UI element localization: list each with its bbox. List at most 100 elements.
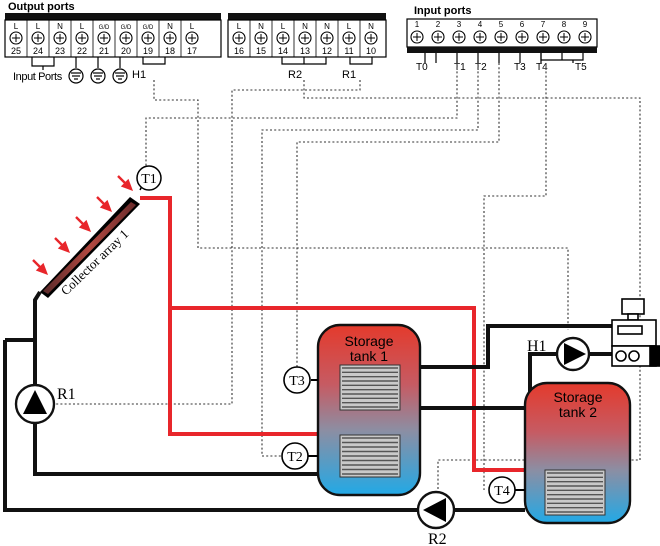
svg-text:T2: T2 bbox=[287, 450, 303, 465]
ground-symbols bbox=[68, 57, 128, 84]
input-terminal-number: 4 bbox=[478, 20, 483, 29]
terminal-number: 16 bbox=[234, 46, 244, 56]
input-ports-bracket bbox=[31, 57, 55, 67]
output-ports-title: Output ports bbox=[8, 1, 75, 13]
terminal-23: N 23 bbox=[48, 20, 67, 57]
input-ports-label: Input Ports bbox=[13, 71, 63, 83]
terminal-13: N 13 bbox=[293, 20, 312, 57]
heat-exchanger-coil bbox=[339, 434, 401, 478]
pump-h1-icon bbox=[555, 336, 591, 372]
terminal-number: 24 bbox=[33, 46, 43, 56]
pump-r1-icon bbox=[14, 383, 56, 425]
terminal-number: 14 bbox=[278, 46, 288, 56]
terminal-11: L 11 bbox=[337, 20, 356, 57]
pump-r2-icon bbox=[416, 490, 456, 530]
input-terminal-8: 8 bbox=[557, 20, 571, 44]
terminal-number: 19 bbox=[143, 46, 153, 56]
storage-tank-1: Storage tank 1 bbox=[316, 323, 422, 497]
input-terminal-number: 9 bbox=[583, 20, 588, 29]
r1-output-label: R1 bbox=[342, 69, 356, 81]
sensor-t3-icon: T3 bbox=[283, 366, 318, 394]
terminal-10: N 10 bbox=[359, 20, 378, 57]
heat-exchanger-coil bbox=[544, 469, 606, 516]
terminal-tag: N bbox=[302, 22, 308, 31]
terminal-17: L 17 bbox=[180, 20, 199, 57]
input-terminal-number: 8 bbox=[562, 20, 567, 29]
svg-text:T3: T3 bbox=[289, 374, 305, 389]
input-terminal-number: 6 bbox=[520, 20, 525, 29]
svg-text:T4: T4 bbox=[494, 484, 510, 499]
sensor-t1-icon: T1 bbox=[136, 165, 162, 191]
terminal-tag: L bbox=[347, 22, 352, 31]
terminal-25: L 25 bbox=[9, 22, 23, 56]
terminal-16: L 16 bbox=[232, 22, 246, 56]
sensor-t5-label: T5 bbox=[575, 62, 587, 73]
terminal-number: 15 bbox=[256, 46, 266, 56]
sensor-t2-label: T2 bbox=[475, 62, 487, 73]
terminal-tag: L bbox=[190, 22, 195, 31]
storage-tank-2: Storage tank 2 bbox=[523, 381, 632, 525]
terminal-21: G/D21 bbox=[92, 20, 111, 57]
terminal-tag: N bbox=[167, 22, 173, 31]
terminal-tag: L bbox=[14, 22, 19, 31]
pump-h1-label: H1 bbox=[527, 338, 547, 355]
terminal-number: 17 bbox=[187, 46, 197, 56]
sensor-t4-icon: T4 bbox=[488, 476, 525, 504]
input-terminal-number: 7 bbox=[541, 20, 546, 29]
terminal-number: 25 bbox=[11, 46, 21, 56]
pump-r1-label: R1 bbox=[57, 386, 76, 403]
h1-output-label: H1 bbox=[132, 69, 146, 81]
collector-array: Collector array 1 bbox=[40, 197, 140, 298]
sensor-t2-icon: T2 bbox=[281, 442, 318, 470]
terminal-24: L 24 bbox=[26, 20, 45, 57]
terminal-tag: N bbox=[368, 22, 374, 31]
sensor-brackets bbox=[424, 53, 584, 63]
input-terminal-number: 3 bbox=[457, 20, 462, 29]
input-terminal-3: 3 bbox=[452, 20, 466, 44]
terminal-tag: L bbox=[36, 22, 41, 31]
sun-ray-icons bbox=[32, 175, 134, 276]
input-terminal-2: 2 bbox=[431, 20, 445, 44]
input-terminal-5: 5 bbox=[494, 20, 508, 44]
terminal-number: 18 bbox=[165, 46, 175, 56]
terminal-tag: G/D bbox=[99, 25, 110, 31]
heat-exchanger-coil bbox=[339, 364, 401, 411]
input-terminal-7: 7 bbox=[536, 20, 550, 44]
input-terminal-1: 1 bbox=[410, 20, 424, 44]
terminal-14: L 14 bbox=[271, 20, 290, 57]
terminal-number: 10 bbox=[366, 46, 376, 56]
sensor-t1-label: T1 bbox=[454, 62, 466, 73]
terminal-tag: L bbox=[281, 22, 286, 31]
input-terminal-number: 2 bbox=[436, 20, 441, 29]
input-terminal-block: 1 2 3 4 5 6 7 8 9 bbox=[406, 18, 598, 53]
terminal-number: 23 bbox=[55, 46, 65, 56]
terminal-15: N 15 bbox=[249, 20, 268, 57]
terminal-number: 20 bbox=[121, 46, 131, 56]
terminal-12: N12 bbox=[315, 20, 334, 57]
terminal-20: G/D20 bbox=[114, 20, 133, 57]
terminal-tag: N bbox=[258, 22, 264, 31]
input-terminal-number: 1 bbox=[415, 20, 420, 29]
terminal-tag: N bbox=[57, 22, 63, 31]
signal-wires bbox=[55, 63, 641, 490]
terminal-19: G/D 19 bbox=[136, 20, 155, 57]
terminal-number: 22 bbox=[77, 46, 87, 56]
svg-text:Storage: Storage bbox=[553, 389, 602, 405]
terminal-18: N 18 bbox=[158, 20, 177, 57]
input-terminal-4: 4 bbox=[473, 20, 487, 44]
terminal-number: 13 bbox=[300, 46, 310, 56]
terminal-tag: G/D bbox=[143, 25, 154, 31]
terminal-number: 11 bbox=[344, 46, 353, 56]
pump-r2-label: R2 bbox=[428, 531, 447, 546]
terminal-22: L22 bbox=[70, 20, 89, 57]
sensor-t0-label: T0 bbox=[416, 62, 428, 73]
sensor-t3-label: T3 bbox=[514, 62, 526, 73]
terminal-tag: N bbox=[324, 22, 330, 31]
input-terminal-number: 5 bbox=[499, 20, 504, 29]
terminal-tag: L bbox=[237, 22, 242, 31]
svg-text:Storage: Storage bbox=[344, 333, 393, 349]
r2-output-label: R2 bbox=[288, 69, 302, 81]
input-terminal-9: 9 bbox=[578, 20, 592, 44]
sensor-t4-label: T4 bbox=[536, 62, 548, 73]
input-terminal-6: 6 bbox=[515, 20, 529, 44]
